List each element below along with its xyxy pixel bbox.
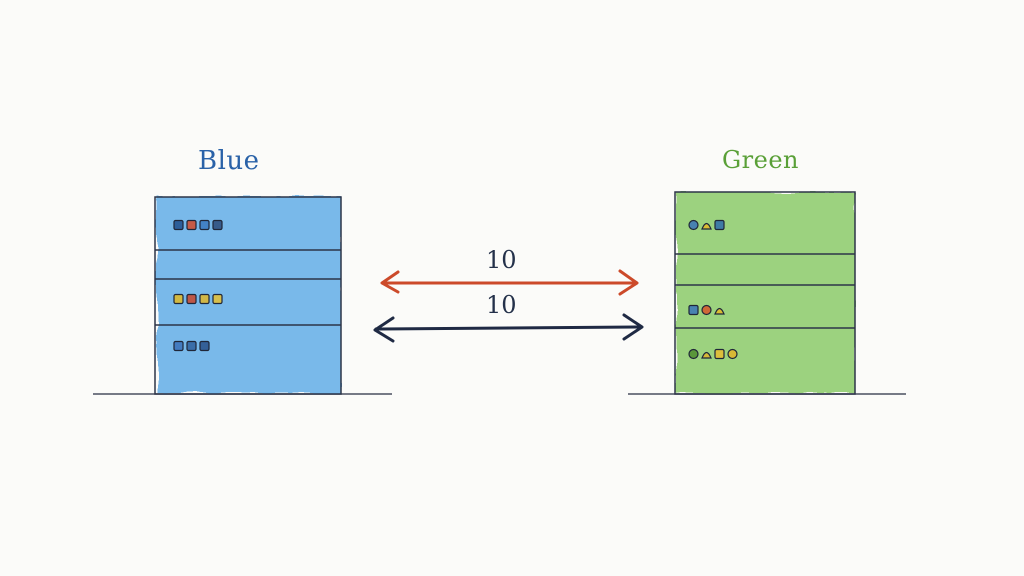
status-light-icon: [727, 348, 738, 360]
status-light-icon: [688, 348, 699, 360]
status-light-icon: [212, 219, 223, 231]
connection-arrow-top: [380, 269, 639, 296]
status-light-icon: [701, 222, 712, 230]
status-light-icon: [199, 293, 210, 305]
status-light-icon: [199, 340, 210, 352]
status-light-icon: [186, 293, 197, 305]
status-light-icon: [199, 219, 210, 231]
arrow-head-right: [622, 313, 644, 341]
blue-box-fill: [157, 196, 341, 393]
status-light-icon: [186, 219, 197, 231]
green-box-outline: [674, 191, 856, 395]
green-box-fill: [676, 192, 855, 393]
arrow-head-right: [618, 269, 639, 296]
status-light-icon: [186, 340, 197, 352]
status-light-icon: [173, 219, 184, 231]
green-box-icons: [688, 219, 738, 360]
blue-box-outline: [154, 196, 342, 395]
status-light-icon: [714, 219, 725, 231]
blue-server-box: [154, 196, 342, 395]
green-server-box: [674, 191, 856, 395]
status-light-icon: [173, 340, 184, 352]
status-light-icon: [212, 293, 223, 305]
status-light-icon: [714, 307, 725, 315]
connection-label-top: 10: [486, 246, 517, 274]
connection-label-bottom: 10: [486, 291, 517, 319]
status-light-icon: [688, 219, 699, 231]
status-light-icon: [688, 304, 699, 316]
connection-arrow-bottom: [373, 313, 644, 343]
blue-box-title: Blue: [198, 146, 260, 176]
arrow-head-left: [373, 316, 395, 343]
status-light-icon: [701, 304, 712, 316]
arrow-head-left: [380, 270, 400, 294]
status-light-icon: [714, 348, 725, 360]
blue-box-icons: [173, 219, 223, 352]
green-box-title: Green: [722, 146, 800, 174]
status-light-icon: [173, 293, 184, 305]
status-light-icon: [701, 351, 712, 359]
